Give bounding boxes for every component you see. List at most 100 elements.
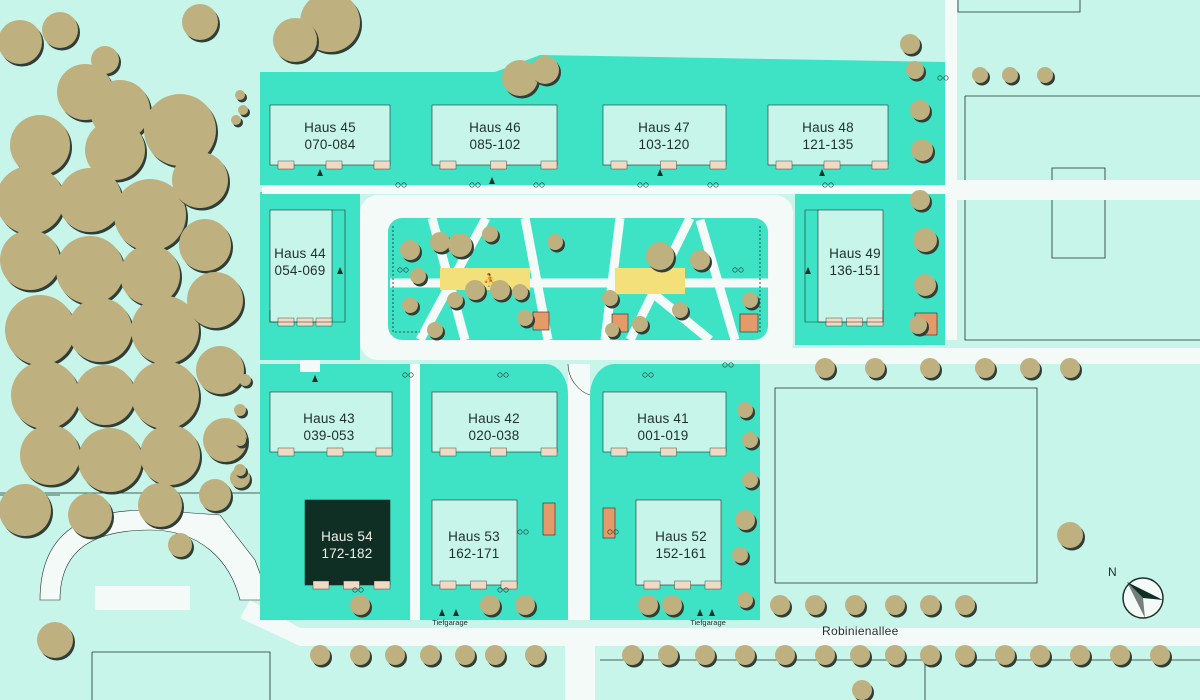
bicycle-icon [722,362,728,368]
tree-icon [865,358,885,378]
tree-icon [852,680,872,700]
tree-icon [465,280,485,300]
tree-icon [0,20,42,64]
tree-icon [1070,645,1090,665]
bicycle-icon [607,529,613,535]
entrance-arrow-icon [312,375,318,382]
tree-icon [906,61,924,79]
bicycle-icon [497,587,503,593]
balcony [326,447,344,457]
tree-icon [815,645,835,665]
tree-icon [68,493,112,537]
entrance-arrow-icon [453,609,459,616]
tree-icon [525,645,545,665]
tree-icon [238,105,248,115]
tree-icon [909,316,927,334]
bike-shed [602,507,616,539]
balcony [277,447,295,457]
tree-icon [1030,645,1050,665]
balcony [312,580,330,590]
tree-icon [638,595,658,615]
tree-icon [972,67,988,83]
tree-icon [138,483,182,527]
balcony [490,447,507,457]
entrance-arrow-icon [657,169,663,176]
play-area [615,268,685,294]
tree-icon [37,622,73,658]
tree-icon [805,595,825,615]
balcony [470,580,487,590]
curb-line [567,363,591,396]
tree-icon [605,323,619,337]
tree-icon [737,402,753,418]
tree-icon [502,60,538,96]
tree-icon [515,595,535,615]
tree-icon [410,268,426,284]
road-robinienallee [240,600,1200,646]
tree-icon [78,428,142,492]
tree-icon [995,645,1015,665]
building-haus-42 [431,391,558,453]
balcony [660,160,677,170]
tree-icon [662,595,682,615]
entrance-arrow-icon [439,609,445,616]
tree-icon [735,645,755,665]
tree-icon [975,358,995,378]
entrance-arrow-icon [709,609,715,616]
tree-icon [402,297,418,313]
building-name: Haus 54 [321,529,373,544]
tree-icon [0,484,51,536]
tree-icon [485,645,505,665]
bicycle-icon [637,182,643,188]
building-name: Haus 52 [655,529,707,544]
tree-icon [512,284,528,300]
tree-icon [455,645,475,665]
tree-icon [646,242,674,270]
tree-icon [490,280,510,300]
bicycle-icon [517,529,523,535]
tree-icon [742,432,758,448]
tree-icon [920,595,940,615]
tree-icon [120,245,180,305]
tree-icon [1002,67,1018,83]
tree-icon [900,34,920,54]
building-haus-46 [431,104,558,166]
tree-icon [735,510,755,530]
compass-north-label: N [1108,565,1117,579]
footpath [300,360,320,372]
bicycle-icon [503,587,509,593]
bicycle-icon [523,529,529,535]
tree-icon [234,404,246,416]
tree-icon [1060,358,1080,378]
tree-icon [955,645,975,665]
tree-icon [430,232,450,252]
building-haus-54 [304,499,391,586]
tree-icon [10,115,70,175]
tree-icon [42,12,78,48]
neighbouring-lot-outline [957,0,1081,13]
tree-icon [737,592,753,608]
tree-icon [920,358,940,378]
tree-icon [1150,645,1170,665]
road [935,180,1200,200]
tree-icon [480,595,500,615]
bicycle-icon [822,182,828,188]
neighbouring-lot-outline [774,387,1038,584]
bicycle-icon [728,362,734,368]
building-range: 001-019 [637,428,689,443]
tree-icon [91,46,119,74]
bike-shed [532,311,550,331]
tree-layer [0,0,1172,700]
